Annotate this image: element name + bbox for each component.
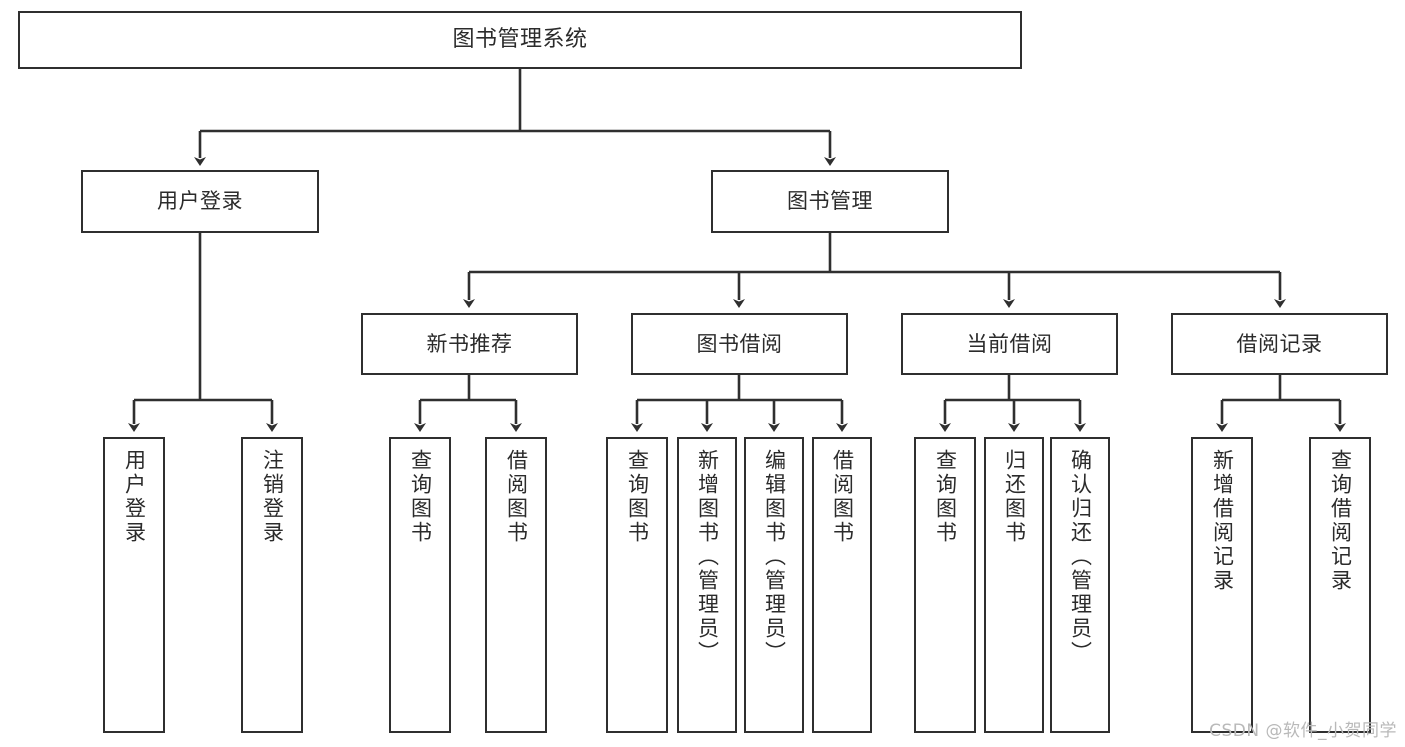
node-label: 查询图书 [933,449,958,545]
leaf-query-book-borrow[interactable]: 查询图书 [606,437,668,733]
leaf-borrow-book-recommend[interactable]: 借阅图书 [485,437,547,733]
node-label: 查询借阅记录 [1328,449,1353,593]
leaf-return-book[interactable]: 归还图书 [984,437,1044,733]
node-label: 借阅图书 [830,449,855,545]
node-label: 图书管理系统 [452,27,588,53]
node-root-system[interactable]: 图书管理系统 [18,11,1022,69]
leaf-query-book-current[interactable]: 查询图书 [914,437,976,733]
leaf-confirm-return-admin[interactable]: 确认归还（管理员） [1050,437,1110,733]
node-label: 查询图书 [408,449,433,545]
node-book-management[interactable]: 图书管理 [711,170,949,233]
node-current-borrow[interactable]: 当前借阅 [901,313,1118,375]
node-label: 借阅图书 [504,449,529,545]
node-label: 用户登录 [122,449,147,545]
node-label: 新书推荐 [426,331,513,356]
node-label: 借阅记录 [1236,331,1323,356]
leaf-query-borrow-record[interactable]: 查询借阅记录 [1309,437,1371,733]
node-label: 新增图书（管理员） [695,449,720,665]
node-borrow-record[interactable]: 借阅记录 [1171,313,1388,375]
node-label: 图书管理 [787,189,873,214]
watermark-text: CSDN @软件_小贺同学 [1209,721,1397,741]
node-new-book-recommendation[interactable]: 新书推荐 [361,313,578,375]
node-label: 编辑图书（管理员） [762,449,787,665]
leaf-edit-book-admin[interactable]: 编辑图书（管理员） [744,437,804,733]
node-label: 查询图书 [625,449,650,545]
node-label: 用户登录 [157,189,243,214]
node-label: 归还图书 [1002,449,1027,545]
node-label: 图书借阅 [696,331,783,356]
leaf-add-book-admin[interactable]: 新增图书（管理员） [677,437,737,733]
node-label: 当前借阅 [966,331,1053,356]
node-book-borrow[interactable]: 图书借阅 [631,313,848,375]
node-label: 新增借阅记录 [1210,449,1235,593]
leaf-query-book-recommend[interactable]: 查询图书 [389,437,451,733]
node-user-login[interactable]: 用户登录 [81,170,319,233]
leaf-add-borrow-record[interactable]: 新增借阅记录 [1191,437,1253,733]
leaf-logout[interactable]: 注销登录 [241,437,303,733]
leaf-borrow-book[interactable]: 借阅图书 [812,437,872,733]
node-label: 注销登录 [260,449,285,545]
node-label: 确认归还（管理员） [1068,449,1093,665]
leaf-user-login[interactable]: 用户登录 [103,437,165,733]
